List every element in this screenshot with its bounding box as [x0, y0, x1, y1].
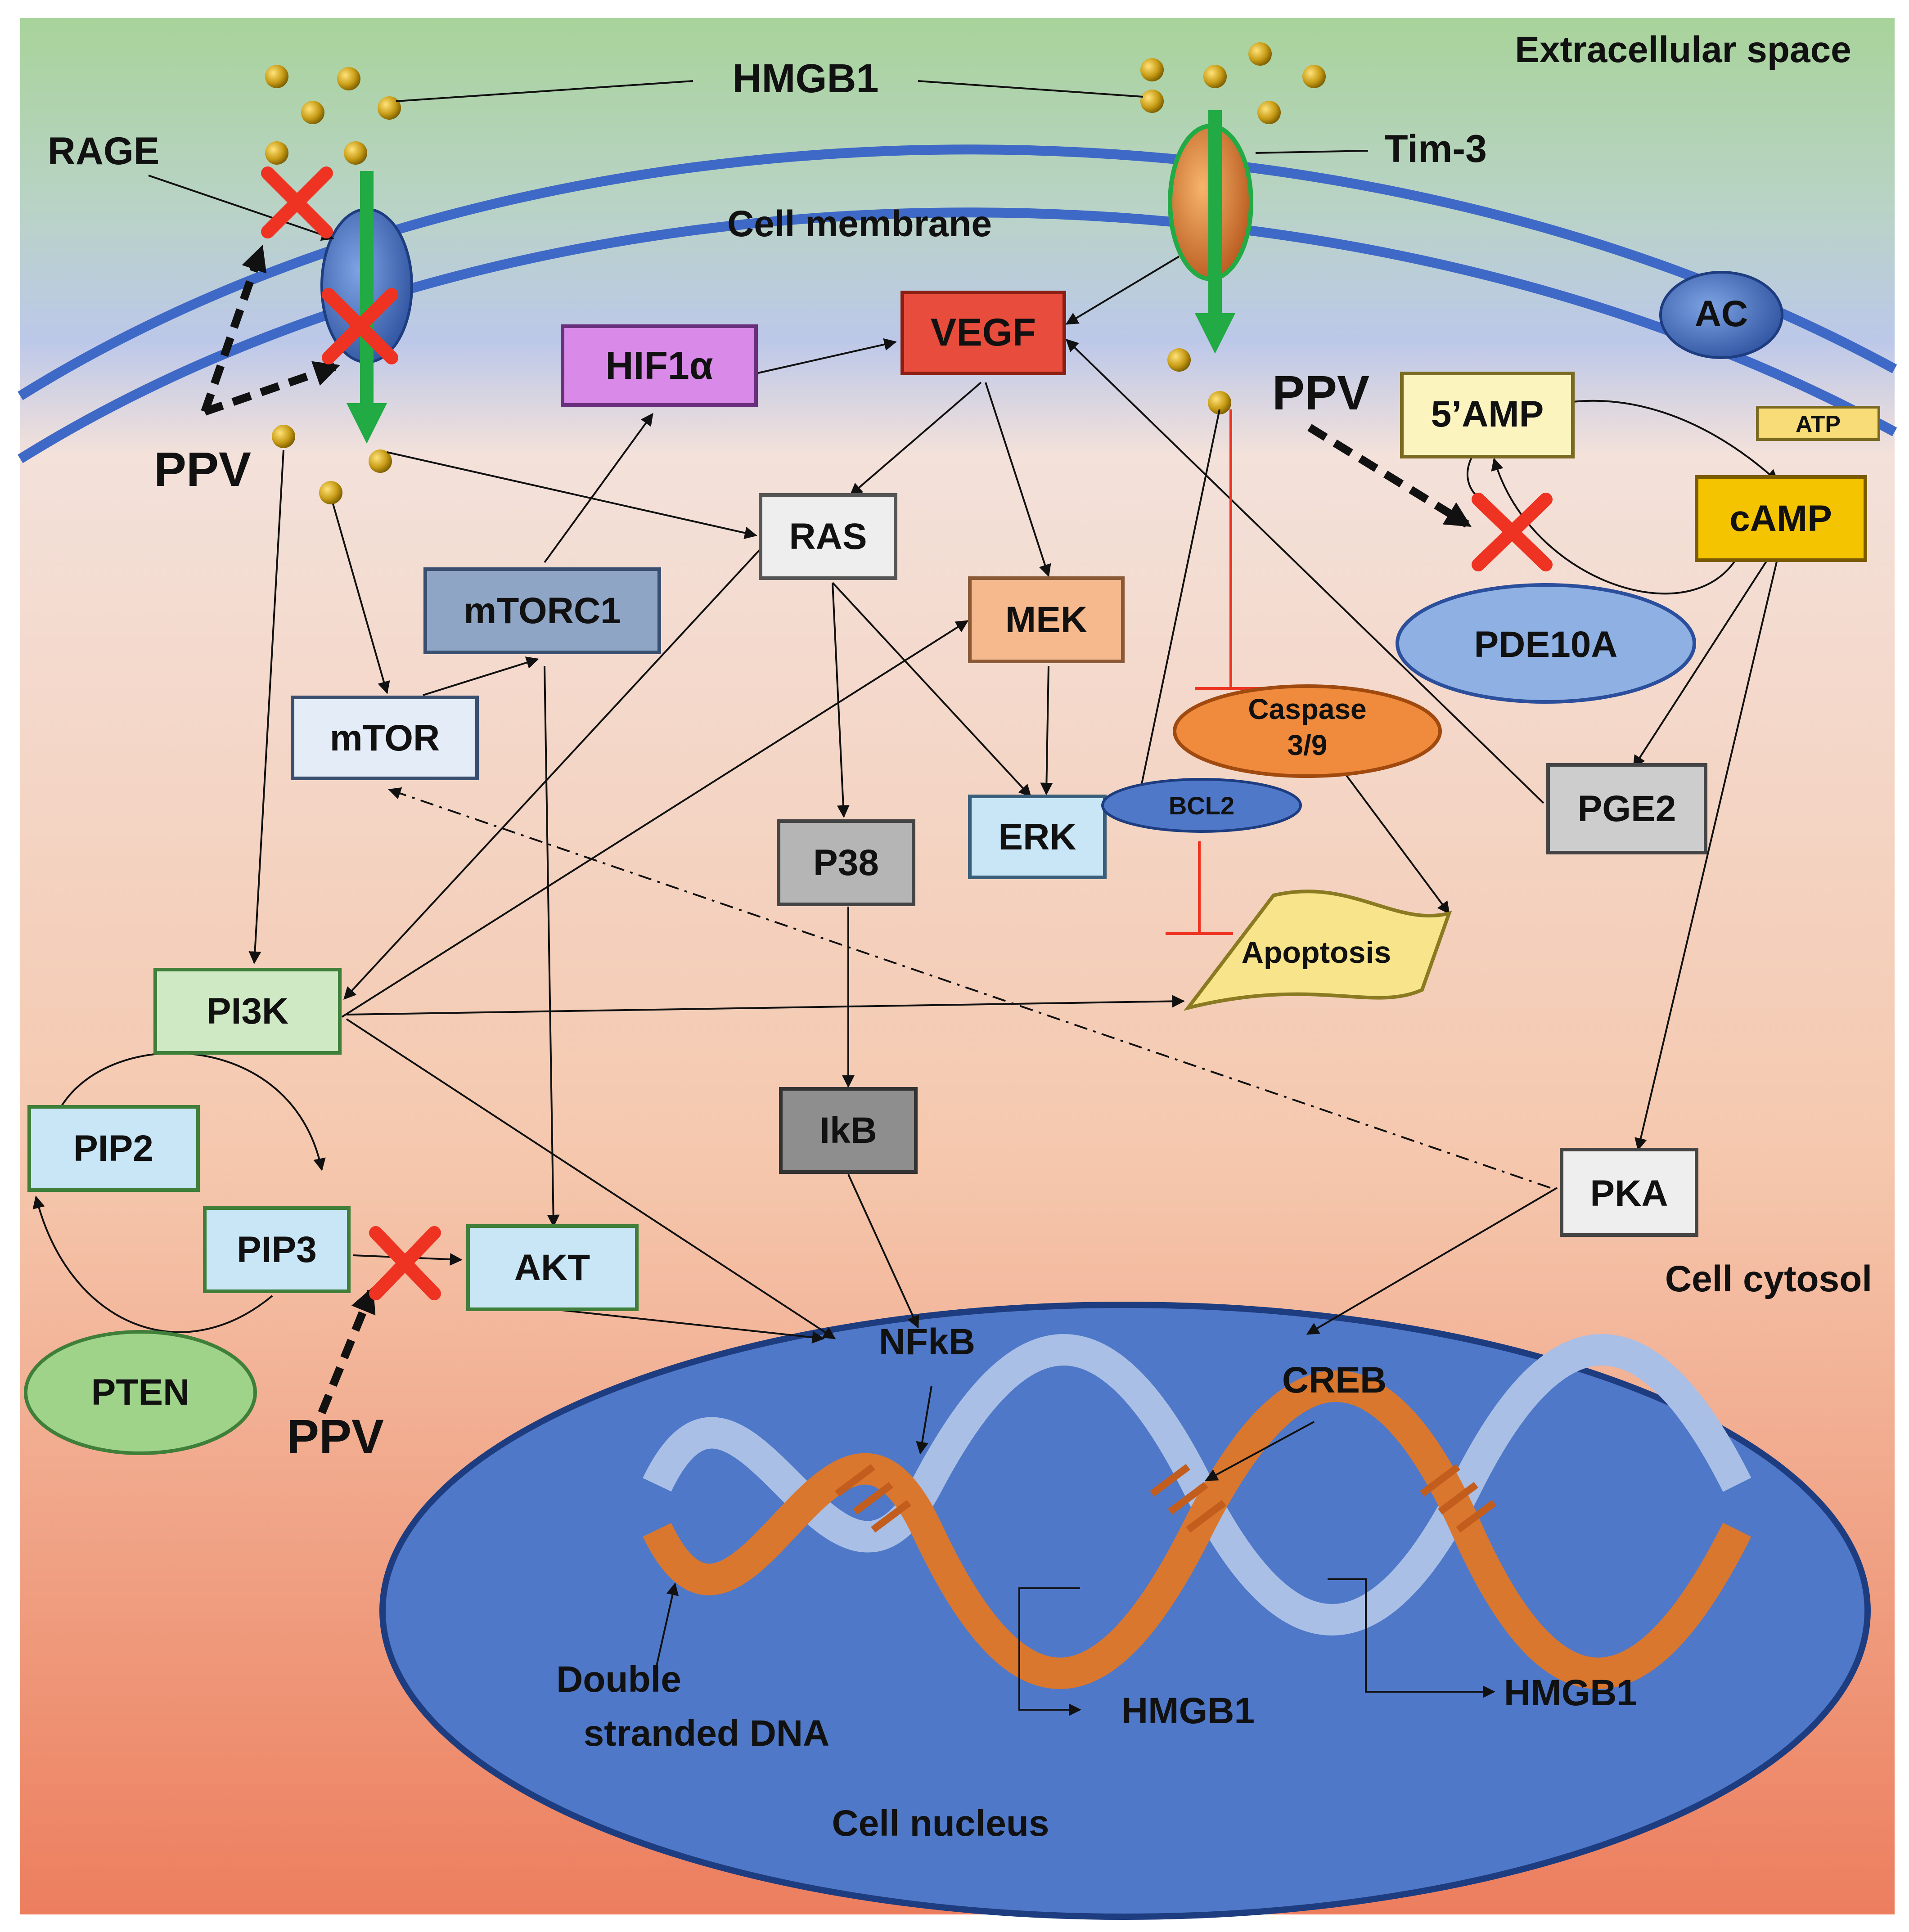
label-hif1a: HIF1α [605, 344, 713, 387]
akt-box [466, 1224, 639, 1311]
label-pka: PKA [1590, 1173, 1668, 1214]
label-ppv-pde10a: PPV [1272, 365, 1369, 420]
mtor-box [291, 696, 479, 780]
pde10a-ellipse [1396, 583, 1696, 704]
label-cell-nucleus: Cell nucleus [832, 1803, 1049, 1844]
label-rage: RAGE [48, 130, 159, 173]
mtorc1-box [423, 567, 661, 654]
pip3-box [203, 1206, 351, 1293]
erk-box [968, 795, 1107, 879]
label-extracellular-space: Extracellular space [1515, 29, 1851, 70]
label-creb: CREB [1282, 1360, 1387, 1401]
ppv-arrows [201, 245, 1472, 1415]
hmgb1-dots [265, 42, 1326, 504]
label-ppv-akt: PPV [287, 1409, 384, 1464]
bcl2-ellipse [1101, 778, 1302, 833]
label-vegf: VEGF [931, 311, 1036, 354]
hif1a-box [561, 324, 758, 407]
dna-helix [643, 1334, 1751, 1689]
caspase-ellipse [1173, 684, 1442, 778]
label-hmgb1-output-1: HMGB1 [1121, 1690, 1255, 1731]
label-cell-membrane: Cell membrane [727, 203, 992, 244]
vegf-box [900, 291, 1066, 375]
label-ras: RAS [789, 516, 867, 557]
node-boxes [27, 291, 1880, 1311]
label-pip3: PIP3 [237, 1229, 317, 1270]
atp-box [1756, 406, 1880, 441]
label-dna-line1: Double [556, 1659, 681, 1700]
label-mtorc1: mTORC1 [464, 590, 621, 631]
label-erk: ERK [998, 817, 1076, 858]
pten-ellipse [24, 1330, 257, 1455]
label-ppv-rage: PPV [154, 442, 251, 496]
label-atp: ATP [1796, 411, 1841, 437]
label-apoptosis: Apoptosis [1242, 935, 1391, 970]
pge2-box [1546, 763, 1707, 854]
label-caspase-line1: Caspase [1248, 693, 1366, 725]
mek-box [968, 576, 1125, 663]
label-cell-cytosol: Cell cytosol [1665, 1258, 1872, 1299]
ikb-box [779, 1087, 918, 1174]
label-akt: AKT [514, 1247, 590, 1288]
label-hmgb1-output-2: HMGB1 [1504, 1672, 1637, 1713]
label-tim3: Tim-3 [1384, 127, 1487, 171]
p38-box [777, 819, 915, 906]
block-x-marks [261, 166, 1553, 1300]
label-pten: PTEN [91, 1372, 190, 1413]
label-dna-line2: stranded DNA [584, 1713, 830, 1754]
label-pge2: PGE2 [1578, 788, 1676, 829]
label-pi3k: PI3K [207, 991, 288, 1032]
label-caspase-line2: 3/9 [1288, 729, 1328, 761]
label-mtor: mTOR [330, 718, 440, 759]
label-ikb: IkB [819, 1110, 877, 1151]
ac-enzyme [1659, 271, 1783, 359]
camp-box [1695, 475, 1867, 562]
pi3k-box [153, 968, 342, 1055]
label-ac: AC [1695, 293, 1748, 334]
label-hmgb1-extracellular: HMGB1 [732, 56, 878, 101]
ras-box [759, 493, 897, 580]
pip2-box [27, 1105, 200, 1192]
pka-box [1560, 1148, 1698, 1237]
inhibition-lines [1166, 409, 1265, 935]
label-p38: P38 [813, 842, 879, 883]
label-camp: cAMP [1729, 498, 1832, 539]
amp5-box [1400, 372, 1575, 458]
label-5amp: 5’AMP [1431, 394, 1544, 435]
label-pde10a: PDE10A [1474, 624, 1617, 665]
apoptosis-shape [1183, 890, 1452, 1011]
label-nfkb: NFkB [879, 1321, 975, 1362]
label-pip2: PIP2 [73, 1128, 153, 1169]
label-bcl2: BCL2 [1169, 791, 1234, 820]
label-mek: MEK [1005, 599, 1087, 640]
cell-membrane [18, 144, 1897, 463]
